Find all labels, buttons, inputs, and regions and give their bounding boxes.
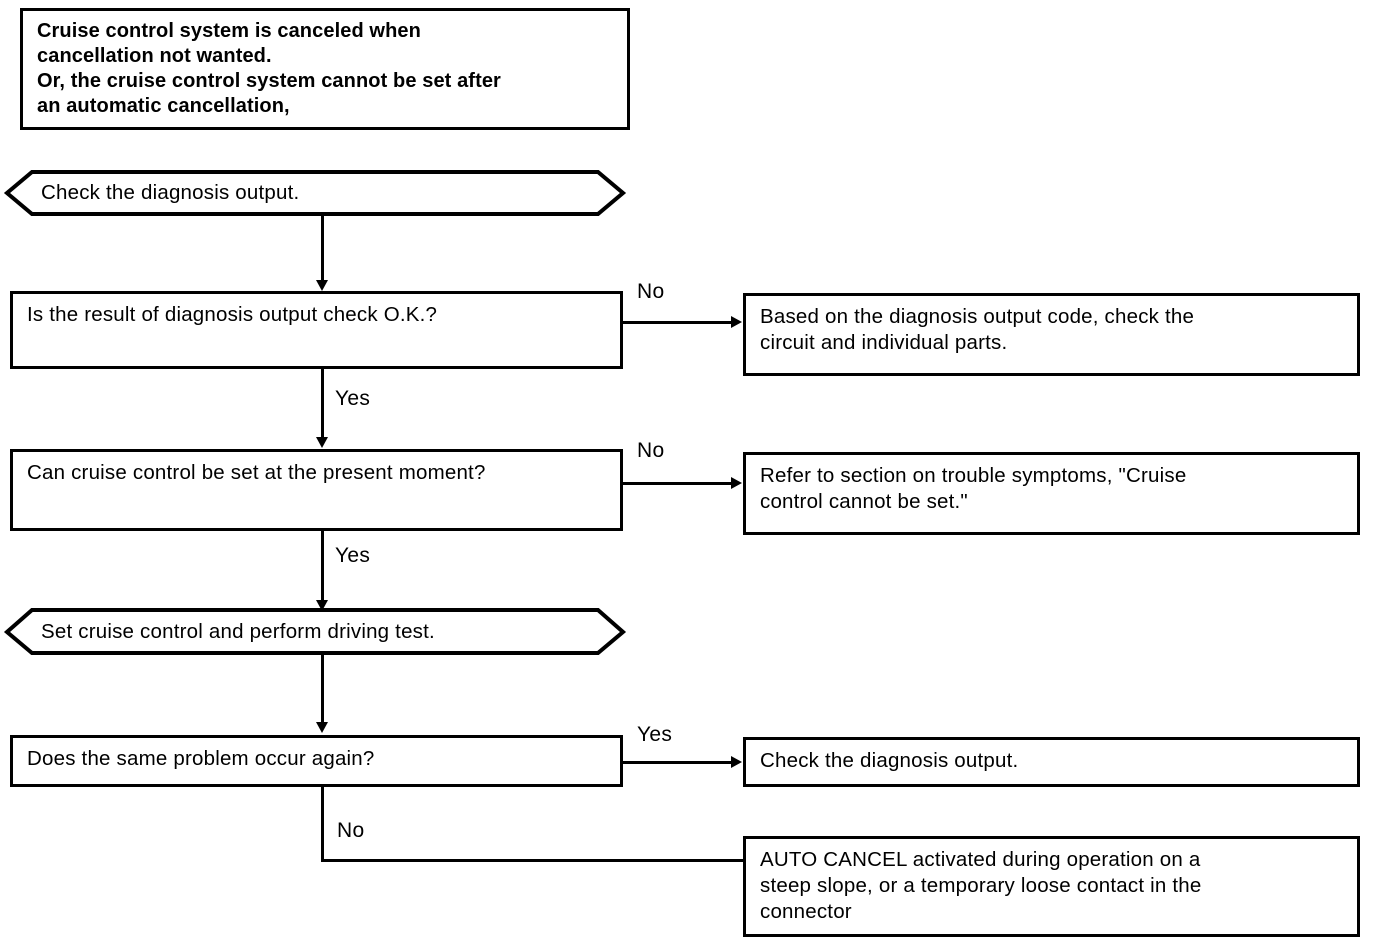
node-action-2-text: Refer to section on trouble symptoms, "C…	[760, 464, 1187, 513]
connector-decision1-no	[623, 321, 736, 324]
node-action-3-text: Check the diagnosis output.	[760, 749, 1019, 772]
node-action-4-text: AUTO CANCEL activated during operation o…	[760, 848, 1202, 923]
node-decision-1-text: Is the result of diagnosis output check …	[27, 303, 438, 326]
connector-decision3-no-horizontal	[321, 859, 745, 862]
arrowhead-decision2-yes	[316, 600, 328, 611]
arrowhead-decision3-yes	[731, 756, 742, 768]
connector-decision1-yes	[321, 369, 324, 441]
edge-label-decision2-yes: Yes	[335, 544, 371, 567]
node-set-and-test: Set cruise control and perform driving t…	[3, 608, 627, 655]
node-problem-statement-text: Cruise control system is canceled when c…	[37, 20, 501, 117]
node-action-3: Check the diagnosis output.	[743, 737, 1360, 787]
node-set-and-test-text: Set cruise control and perform driving t…	[41, 619, 435, 643]
node-decision-3: Does the same problem occur again?	[10, 735, 623, 787]
hexagon-outline-2	[3, 608, 627, 655]
connector-hex1-to-decision1	[321, 214, 324, 282]
edge-label-decision1-yes: Yes	[335, 387, 371, 410]
arrowhead-hex1-to-decision1	[316, 280, 328, 291]
connector-decision2-yes	[321, 531, 324, 605]
edge-label-decision3-no: No	[337, 819, 365, 842]
node-action-1-text: Based on the diagnosis output code, chec…	[760, 305, 1195, 354]
arrowhead-decision1-no	[731, 316, 742, 328]
connector-decision3-no-vertical	[321, 787, 324, 862]
edge-label-decision3-yes: Yes	[637, 723, 673, 746]
connector-decision2-no	[623, 482, 736, 485]
node-decision-1: Is the result of diagnosis output check …	[10, 291, 623, 369]
node-decision-2-text: Can cruise control be set at the present…	[27, 461, 486, 484]
edge-label-decision2-no: No	[637, 439, 665, 462]
arrowhead-decision1-yes	[316, 437, 328, 448]
node-action-4: AUTO CANCEL activated during operation o…	[743, 836, 1360, 937]
edge-label-decision1-no: No	[637, 280, 665, 303]
node-problem-statement: Cruise control system is canceled when c…	[20, 8, 630, 130]
connector-hex2-to-decision3	[321, 653, 324, 725]
node-decision-2: Can cruise control be set at the present…	[10, 449, 623, 531]
node-check-diagnosis-1-text: Check the diagnosis output.	[41, 181, 300, 204]
arrowhead-decision2-no	[731, 477, 742, 489]
arrowhead-hex2-to-decision3	[316, 722, 328, 733]
node-decision-3-text: Does the same problem occur again?	[27, 747, 375, 770]
connector-decision3-yes	[623, 761, 736, 764]
node-action-2: Refer to section on trouble symptoms, "C…	[743, 452, 1360, 535]
node-action-1: Based on the diagnosis output code, chec…	[743, 293, 1360, 376]
node-check-diagnosis-1: Check the diagnosis output.	[3, 170, 627, 216]
hexagon-outline-1	[3, 170, 627, 216]
